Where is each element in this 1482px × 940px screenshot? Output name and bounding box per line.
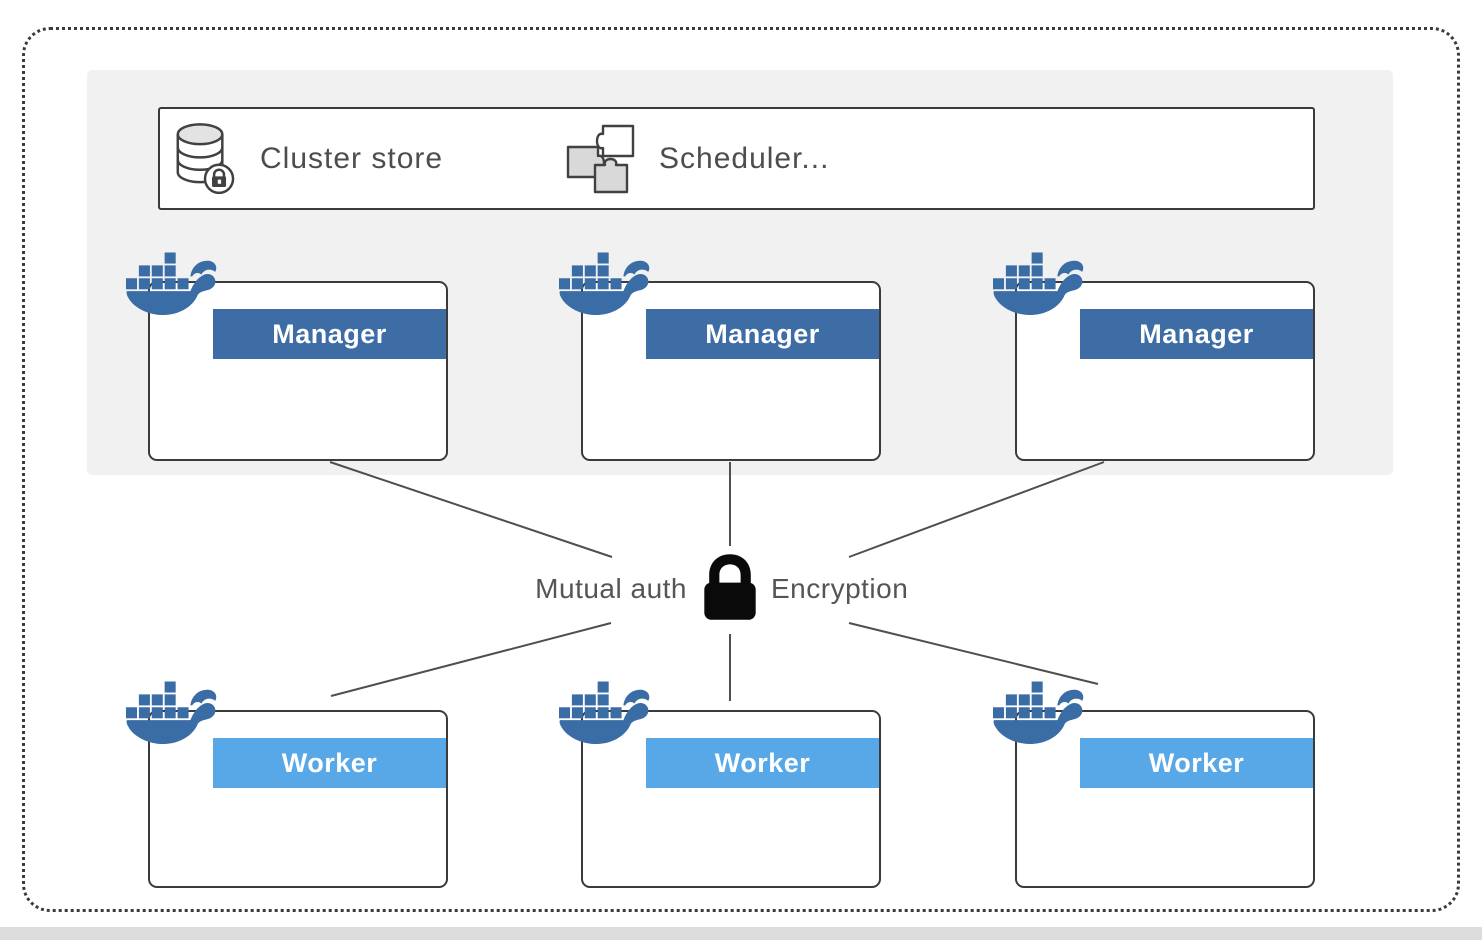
docker-whale-icon [993, 672, 1085, 760]
worker-node-1: Worker [148, 710, 448, 888]
docker-whale-icon [126, 672, 218, 760]
worker-label: Worker [281, 747, 378, 778]
diagram-outer-border [22, 27, 1460, 912]
worker-node-3: Worker [1015, 710, 1315, 888]
manager-label-bar: Manager [213, 309, 446, 359]
manager-node-1: Manager [148, 281, 448, 461]
cluster-store-service: Cluster store [172, 109, 443, 208]
scheduler-label: Scheduler... [659, 141, 830, 175]
padlock-icon [704, 554, 756, 620]
manager-label: Manager [1139, 318, 1254, 349]
mutual-auth-label: Mutual auth [535, 573, 687, 604]
manager-label-bar: Manager [646, 309, 879, 359]
manager-label: Manager [705, 318, 820, 349]
worker-label: Worker [1148, 747, 1245, 778]
worker-label-bar: Worker [1080, 738, 1313, 788]
worker-label: Worker [714, 747, 811, 778]
manager-node-2: Manager [581, 281, 881, 461]
docker-whale-icon [126, 243, 218, 331]
manager-label-bar: Manager [1080, 309, 1313, 359]
manager-node-3: Manager [1015, 281, 1315, 461]
database-lock-icon [176, 122, 235, 194]
page-bottom-edge [0, 927, 1482, 940]
scheduler-service: Scheduler... [565, 109, 829, 208]
puzzle-icon [566, 124, 635, 193]
worker-label-bar: Worker [646, 738, 879, 788]
docker-whale-icon [993, 243, 1085, 331]
docker-whale-icon [559, 672, 651, 760]
worker-label-bar: Worker [213, 738, 446, 788]
manager-label: Manager [272, 318, 387, 349]
docker-whale-icon [559, 243, 651, 331]
worker-node-2: Worker [581, 710, 881, 888]
cluster-store-label: Cluster store [260, 141, 444, 175]
control-plane-services-box: Cluster store Scheduler... [158, 107, 1315, 210]
encryption-label: Encryption [771, 573, 909, 604]
